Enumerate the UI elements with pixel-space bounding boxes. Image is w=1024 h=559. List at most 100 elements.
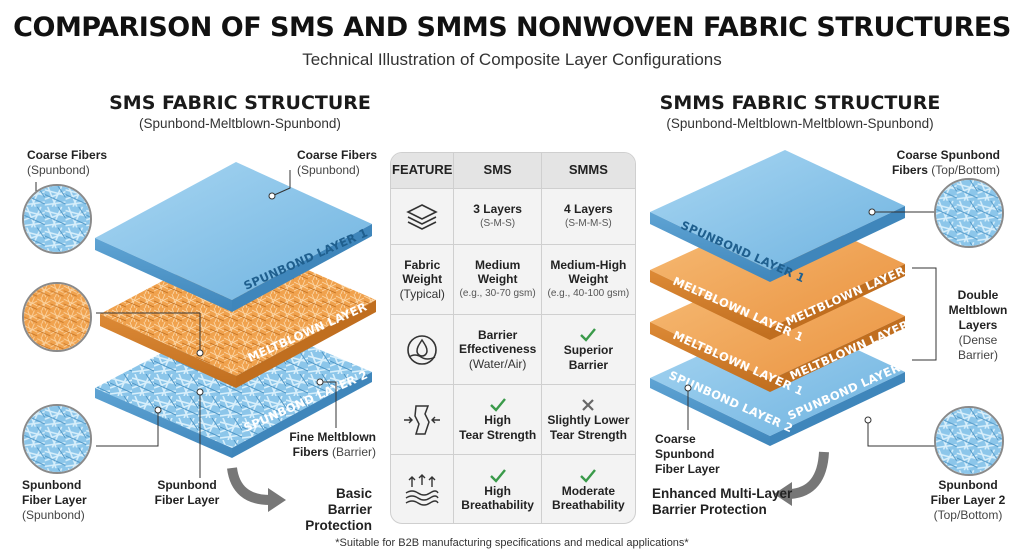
sms-coarse-fiber-circle (22, 184, 92, 254)
smms-spunbond-layer-2-label: Spunbond Fiber Layer 2 (Top/Bottom) (918, 478, 1018, 523)
protection-line-2: Protection (305, 518, 372, 533)
table-row: High Breathability Moderate Breathabilit… (391, 455, 635, 523)
cell-main: Barrier (477, 327, 518, 342)
cell-main-2: Barrier (568, 357, 609, 372)
label-text: Spunbond (157, 478, 217, 492)
header-smms: SMMS (568, 162, 608, 178)
label-text: Double (957, 288, 999, 302)
layers-icon (391, 189, 455, 244)
label-text: Coarse Spunbond (896, 148, 1000, 162)
label-text-2: Fibers (292, 445, 329, 459)
page-title: COMPARISON OF SMS AND SMMS NONWOVEN FABR… (13, 12, 1011, 43)
cell-main-2: Effectiveness (458, 342, 537, 357)
sms-spunbond-fiber-circle (22, 404, 92, 474)
fabric-weight-feature-cell: Fabric Weight (Typical) (391, 245, 455, 314)
label-sub: (Spunbond) (22, 508, 85, 522)
sms-layers-cell: 3 Layers (S-M-S) (454, 189, 542, 244)
cell-main: High (484, 413, 511, 427)
smms-coarse-fiber-circle (934, 178, 1004, 248)
label-text-2: Fibers (891, 163, 928, 177)
label-text-2: Fiber Layer (154, 493, 220, 507)
cell-main: 3 Layers (473, 202, 522, 216)
sms-tear-cell: High Tear Strength (454, 385, 542, 454)
label-sub: (Spunbond) (297, 163, 360, 177)
comparison-table: FEATURE SMS SMMS 3 Layers (S-M-S) 4 Laye… (390, 152, 636, 524)
smms-spunbond-fiber-circle (934, 406, 1004, 476)
sms-breathability-cell: High Breathability (454, 455, 542, 523)
sms-spunbond-left-label: Spunbond Fiber Layer (Spunbond) (22, 478, 87, 523)
cell-sub: (e.g., 40-100 gsm) (547, 287, 630, 299)
smms-subheading: (Spunbond-Meltblown-Meltblown-Spunbond) (666, 116, 934, 131)
cell-main-2: Weight (568, 272, 609, 287)
cell-main: Moderate (561, 483, 616, 498)
label-sub: (Dense (958, 333, 998, 347)
label-text: Fine Meltblown (289, 430, 376, 444)
cell-sub: (S-M-S) (480, 217, 516, 229)
label-sub: (Barrier) (332, 445, 376, 459)
label-text: Coarse Fibers (27, 148, 108, 162)
page-subtitle: Technical Illustration of Composite Laye… (302, 50, 722, 69)
footnote: *Suitable for B2B manufacturing specific… (335, 537, 689, 549)
label-text: Spunbond (938, 478, 998, 492)
tear-icon (391, 385, 455, 454)
sms-heading-block: SMS FABRIC STRUCTURE (Spunbond-Meltblown… (60, 92, 420, 131)
label-sub-2: Barrier) (957, 348, 998, 362)
label-text: Spunbond (22, 478, 82, 492)
cell-sub: (e.g., 30-70 gsm) (459, 287, 536, 299)
smms-tear-cell: Slightly Lower Tear Strength (542, 385, 635, 454)
cross-icon (582, 399, 595, 411)
sms-barrier-cell: Barrier Effectiveness (Water/Air) (454, 315, 542, 384)
protection-line-2: Barrier Protection (652, 502, 767, 517)
table-row: Fabric Weight (Typical) Medium Weight (e… (391, 245, 635, 315)
smms-spunbond-layer-1 (650, 150, 905, 282)
cell-main: Medium (474, 257, 521, 272)
check-icon (489, 468, 506, 483)
cell-main-2: Tear Strength (459, 427, 537, 442)
cell-main: Medium-High (550, 257, 627, 272)
table-row: 3 Layers (S-M-S) 4 Layers (S-M-M-S) (391, 189, 635, 245)
sms-coarse-fibers-right-label: Coarse Fibers (Spunbond) (297, 148, 377, 178)
sms-fine-meltblown-label: Fine Meltblown Fibers (Barrier) (278, 430, 376, 460)
label-text-3: Layers (958, 318, 998, 332)
sms-heading: SMS FABRIC STRUCTURE (109, 92, 371, 114)
cell-main-2: Breathability (552, 498, 625, 512)
cell-sub: (S-M-M-S) (565, 217, 612, 229)
check-icon (489, 398, 506, 412)
check-icon (580, 468, 597, 483)
sms-spunbond-center-label: Spunbond Fiber Layer (148, 478, 226, 508)
label-text-2: Fiber Layer (22, 493, 87, 507)
label-text-3: Fiber Layer (655, 462, 720, 476)
smms-breathability-cell: Moderate Breathability (542, 455, 635, 523)
table-row: High Tear Strength Slightly Lower Tear S… (391, 385, 635, 455)
header-feature: FEATURE (391, 153, 455, 188)
smms-layers-cell: 4 Layers (S-M-M-S) (542, 189, 635, 244)
smms-arrow (789, 451, 829, 499)
cell-main: Superior (563, 343, 614, 357)
table-row: Barrier Effectiveness (Water/Air) Superi… (391, 315, 635, 385)
label-sub: (Top/Bottom) (931, 163, 1000, 177)
water-drop-shield-icon (391, 315, 455, 384)
cell-main: Slightly Lower (547, 413, 630, 427)
label-text-2: Fiber Layer 2 (930, 493, 1006, 507)
protection-line-1: Enhanced Multi-Layer (652, 486, 793, 501)
smms-heading-block: SMMS FABRIC STRUCTURE (Spunbond-Meltblow… (615, 92, 985, 131)
check-icon (580, 328, 597, 342)
cell-main-2: Tear Strength (549, 427, 627, 442)
sms-coarse-fibers-left-label: Coarse Fibers (Spunbond) (27, 148, 107, 178)
cell-main: Fabric (404, 257, 441, 272)
sms-spunbond-layer-1 (95, 162, 372, 312)
cell-main: 4 Layers (564, 202, 613, 216)
sms-weight-cell: Medium Weight (e.g., 30-70 gsm) (454, 245, 542, 314)
smms-protection-label: Enhanced Multi-Layer Barrier Protection (652, 486, 792, 518)
cell-main-2: Breathability (461, 498, 534, 512)
smms-heading: SMMS FABRIC STRUCTURE (659, 92, 941, 114)
label-text-2: Spunbond (655, 447, 715, 461)
label-text: Coarse Fibers (297, 148, 378, 162)
label-text: Coarse (655, 432, 696, 446)
cell-sub: (Water/Air) (468, 356, 527, 371)
header-sms: SMS (454, 153, 542, 188)
cell-sub: (Typical) (399, 286, 445, 301)
label-sub: (Spunbond) (27, 163, 90, 177)
label-sub: (Top/Bottom) (933, 508, 1003, 522)
